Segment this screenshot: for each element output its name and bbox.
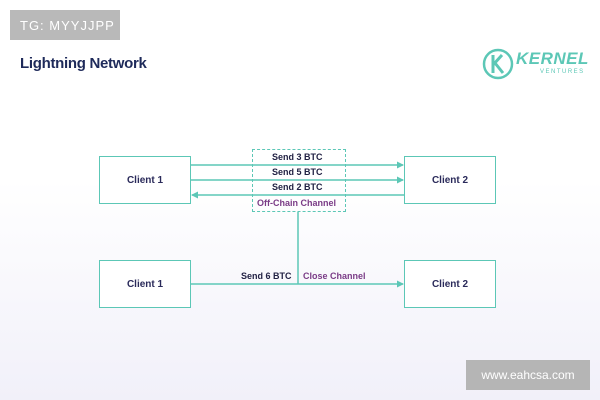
client-1-box-top: Client 1 bbox=[99, 156, 191, 204]
settle-label: Send 6 BTC bbox=[241, 271, 292, 281]
off-chain-channel-label: Off-Chain Channel bbox=[257, 198, 336, 208]
client-2-box-bottom: Client 2 bbox=[404, 260, 496, 308]
page-title: Lightning Network bbox=[20, 55, 147, 72]
logo-wordmark: KERNEL bbox=[516, 49, 589, 68]
client-1-box-bottom: Client 1 bbox=[99, 260, 191, 308]
tg-badge: TG: MYYJJPP bbox=[10, 10, 120, 40]
logo-subtitle: VENTURES bbox=[540, 69, 585, 75]
tx-label-send-5: Send 5 BTC bbox=[272, 167, 323, 177]
off-chain-channel-box bbox=[252, 149, 346, 212]
close-channel-label: Close Channel bbox=[303, 271, 366, 281]
tx-label-send-3: Send 3 BTC bbox=[272, 152, 323, 162]
watermark: www.eahcsa.com bbox=[466, 360, 590, 390]
client-2-box-top: Client 2 bbox=[404, 156, 496, 204]
tx-label-send-2: Send 2 BTC bbox=[272, 182, 323, 192]
k-logo-icon bbox=[482, 48, 514, 80]
